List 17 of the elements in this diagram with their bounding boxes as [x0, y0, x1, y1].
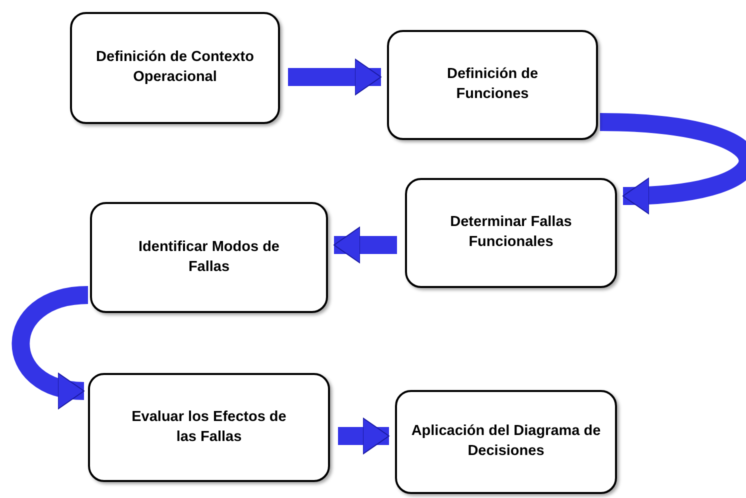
process-box — [405, 178, 617, 288]
box-label: Determinar Fallas Funcionales — [449, 213, 573, 252]
process-box — [70, 12, 280, 124]
box-label: Evaluar los Efectos de las Fallas — [130, 408, 288, 446]
block-arrow — [600, 113, 746, 214]
box-label: Aplicación del Diagrama de Decisiones — [410, 422, 602, 461]
block-arrow — [288, 58, 382, 96]
box-label: Definición de Contexto Operacional — [95, 48, 255, 87]
block-arrow — [338, 418, 390, 454]
box-label: Definición de Funciones — [446, 65, 540, 104]
block-arrow — [334, 226, 397, 264]
block-arrow — [12, 286, 89, 407]
box-label: Identificar Modos de Fallas — [138, 238, 280, 276]
process-box — [90, 202, 328, 313]
process-box — [387, 30, 598, 140]
process-box — [88, 373, 330, 482]
process-box — [395, 390, 617, 494]
